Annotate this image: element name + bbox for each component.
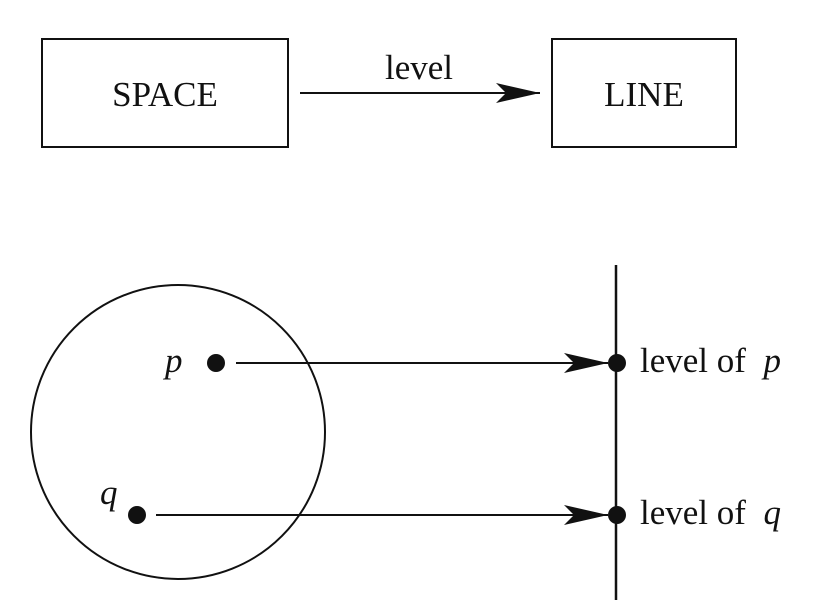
space-box: [41, 38, 289, 148]
level-of-p-label: level of p: [640, 341, 781, 380]
point-p-dot: [207, 354, 225, 372]
point-q-dot: [128, 506, 146, 524]
level-of-q-label: level of q: [640, 493, 781, 532]
point-q-label: q: [100, 473, 118, 512]
line-box: [551, 38, 737, 148]
space-box-label: SPACE: [112, 75, 218, 114]
level-of-q-dot: [608, 506, 626, 524]
point-p-label: p: [162, 341, 183, 380]
level-of-q-var: q: [763, 493, 781, 532]
level-of-p-dot: [608, 354, 626, 372]
space-circle: [30, 284, 326, 580]
level-arrow-label: level: [385, 48, 453, 87]
level-of-p-prefix: level of: [640, 341, 755, 380]
level-of-p-var: p: [760, 341, 781, 380]
level-of-q-prefix: level of: [640, 493, 755, 532]
line-box-label: LINE: [604, 75, 684, 114]
